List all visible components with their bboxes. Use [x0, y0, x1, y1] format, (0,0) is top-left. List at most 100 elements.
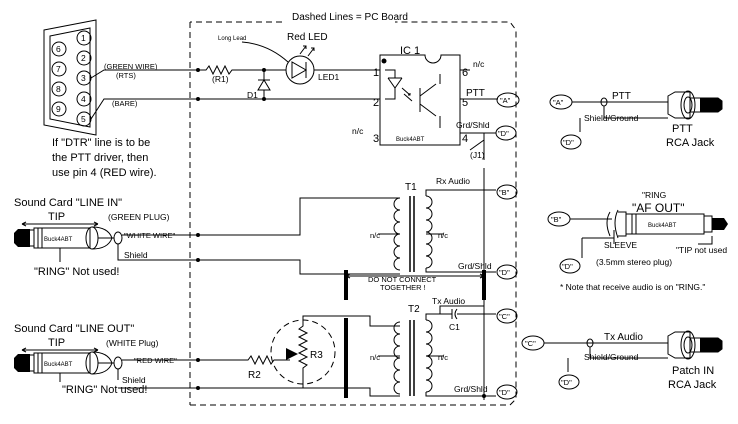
af-out-title: "AF OUT" [632, 201, 685, 215]
conn-c-pcb-label: "C" [499, 312, 510, 321]
pc-board-title: Dashed Lines = PC Board [292, 12, 408, 23]
af-out-plug [606, 209, 728, 239]
j1-label: (J1) [470, 150, 485, 160]
t2-grd-shld: Grd/Shld [454, 384, 488, 394]
pc-board-outline [189, 21, 517, 406]
t2-label: T2 [408, 304, 420, 315]
ptt-jack-name-1: PTT [672, 123, 693, 135]
conn-d-pcb-mid[interactable] [496, 264, 518, 280]
conn-d-af-label: "D" [562, 262, 573, 271]
do-not-connect-line-2: TOGETHER ! [380, 283, 426, 292]
c1-label: C1 [449, 322, 460, 332]
conn-d-pcb-top[interactable] [495, 125, 517, 141]
long-lead-label: Long Lead [218, 36, 246, 42]
db9-pin-4: 4 [81, 94, 86, 104]
line-in-brand: Buck4ABT [44, 237, 73, 243]
line-in-wire: "WHITE WIRE" [124, 231, 175, 240]
green-wire-label: (GREEN WIRE) [104, 62, 158, 71]
patch-shield-label: Shield/Ground [584, 352, 639, 362]
r2-label: R2 [248, 370, 261, 381]
r1-label: (R1) [212, 74, 229, 84]
do-not-connect-line-1: DO NOT CONNECT [368, 275, 437, 284]
ic1-grd-shld: Grd/Shld [456, 120, 490, 130]
ic1-ptt-label: PTT [466, 88, 485, 99]
ptt-rca-plug [667, 90, 723, 120]
ic1-pin-6: 6 [462, 67, 468, 79]
db9-pin-5: 5 [81, 114, 86, 124]
dtr-note-line-1: If "DTR" line is to be [52, 137, 150, 149]
db9-pin-6: 6 [56, 44, 61, 54]
ic1-label: IC 1 [400, 45, 420, 57]
af-out-receive-note: * Note that receive audio is on "RING." [560, 282, 705, 292]
line-out-brand: Buck4ABT [44, 362, 73, 368]
line-out-title: Sound Card "LINE OUT" [14, 323, 134, 335]
transformer-t1: T1 [393, 182, 433, 272]
r3-potentiometer: R3 [270, 319, 336, 385]
d1-label: D1 [247, 90, 258, 100]
dtr-note-line-3: use pin 4 (RED wire). [52, 167, 157, 179]
led1-label: LED1 [318, 72, 340, 82]
ic1-pin-5: 5 [462, 97, 468, 109]
db9-pin-2: 2 [81, 53, 86, 63]
line-in-title: Sound Card "LINE IN" [14, 197, 122, 209]
ptt-jack-name-2: RCA Jack [666, 137, 715, 149]
t2-nc-left: n/c [370, 353, 380, 362]
conn-d-ptt-label: "D" [563, 138, 574, 147]
conn-b-af-label: "B" [551, 215, 562, 224]
line-in-ring: "RING" Not used! [34, 266, 119, 278]
ic1-pin-1: 1 [373, 67, 379, 79]
line-in-plug-icon [14, 226, 113, 250]
conn-d-pcb-bottom-label: "D" [499, 388, 510, 397]
r3-label: R3 [310, 350, 323, 361]
t1-label: T1 [405, 182, 417, 193]
line-out-wire: "RED WIRE" [134, 356, 177, 365]
db9-pin-9: 9 [56, 104, 61, 114]
conn-a-jack-label: "A" [553, 98, 564, 107]
t1-grd-shld: Grd/Shld [458, 261, 492, 271]
conn-a-pcb[interactable] [496, 92, 520, 108]
db9-connector: 1 2 3 4 5 6 7 8 9 [43, 19, 97, 136]
line-in-plug: (GREEN PLUG) [108, 212, 170, 222]
conn-b-pcb-label: "B" [499, 188, 510, 197]
t2-nc-right: n/c [438, 353, 448, 362]
conn-d-patch-label: "D" [561, 378, 572, 387]
af-out-ring: "RING [642, 190, 666, 200]
line-in-tip: TIP [48, 211, 65, 223]
af-out-sleeve: SLEEVE [604, 240, 637, 250]
ic1-pin3-nc: n/c [352, 126, 364, 136]
patch-jack-name-1: Patch IN [672, 365, 714, 377]
conn-b-pcb[interactable] [496, 184, 518, 200]
rts-label: (RTS) [116, 71, 136, 80]
af-out-tip-not-used: "TIP not used [676, 245, 727, 255]
transformer-t2: T2 [393, 304, 433, 396]
conn-c-pcb[interactable] [496, 308, 518, 324]
af-out-plug-note: (3.5mm stereo plug) [596, 257, 672, 267]
ptt-shield-label: Shield/Ground [584, 113, 639, 123]
conn-d-ptt[interactable] [560, 134, 582, 150]
db9-pin-7: 7 [56, 64, 61, 74]
ic1-chip-label: Buck4ABT [396, 137, 425, 143]
dtr-note-line-2: the PTT driver, then [52, 152, 148, 164]
db9-pin-1: 1 [81, 33, 86, 43]
ic1-pin-4: 4 [462, 133, 468, 145]
conn-d-af[interactable] [559, 258, 581, 274]
conn-d-pcb-top-label: "D" [498, 129, 509, 138]
t1-nc-left: n/c [370, 231, 380, 240]
patch-jack-name-2: RCA Jack [668, 379, 717, 391]
ptt-wire-label: PTT [612, 91, 631, 102]
conn-a-pcb-label: "A" [500, 96, 511, 105]
line-out-plug: (WHITE Plug) [106, 338, 159, 348]
line-out-shield: Shield [122, 375, 146, 385]
t2-tx-audio: Tx Audio [432, 296, 465, 306]
af-out-brand: Buck4ABT [648, 223, 677, 229]
line-in-shield: Shield [124, 250, 148, 260]
patch-rca-plug [667, 330, 723, 360]
conn-d-patch[interactable] [558, 374, 580, 390]
ic1-optocoupler: IC 1 Buck4ABT 1 2 3 4 5 6 [373, 45, 468, 146]
ic1-pin6-nc: n/c [473, 59, 485, 69]
db9-pin-8: 8 [56, 84, 61, 94]
db9-pin-3: 3 [81, 73, 86, 83]
bare-label: (BARE) [112, 99, 138, 108]
conn-d-pcb-bottom[interactable] [496, 384, 518, 400]
